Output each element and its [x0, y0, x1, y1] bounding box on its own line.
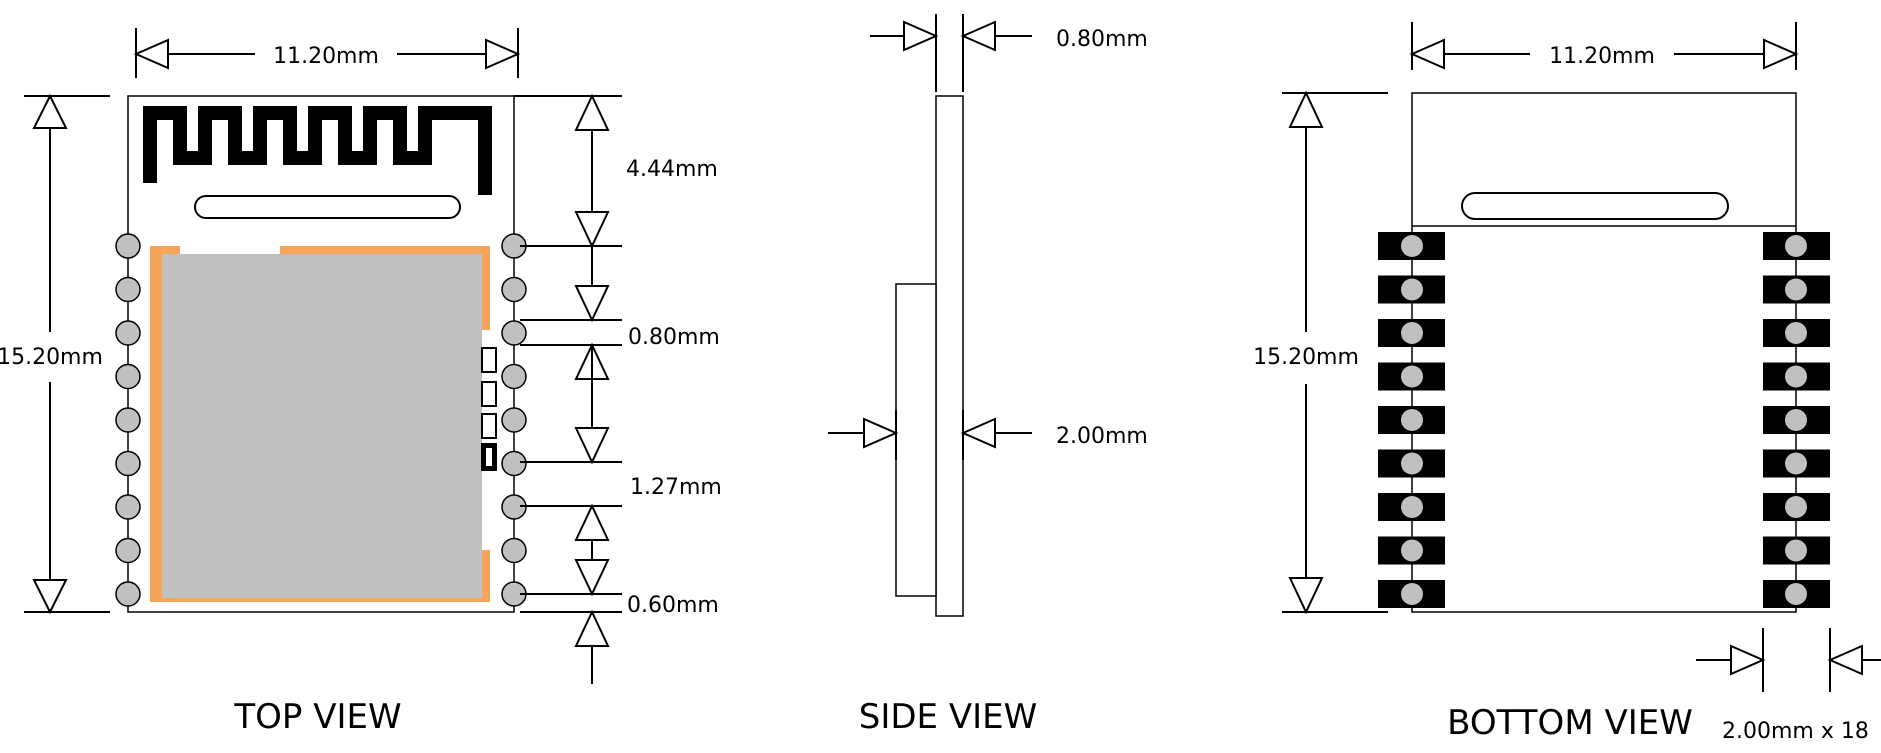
- top-view: 11.20mm 15.20mm: [0, 28, 722, 737]
- side-view: 0.80mm 2.00mm SIDE VIEW: [828, 14, 1148, 737]
- side-view-title: SIDE VIEW: [859, 697, 1037, 737]
- top-antenna-label: 4.44mm: [626, 157, 718, 182]
- bottom-pad-right: [1763, 362, 1830, 391]
- bottom-width-label: 11.20mm: [1549, 44, 1655, 69]
- bottom-pad-left: [1378, 493, 1445, 521]
- antenna-trace: [143, 106, 492, 195]
- bottom-pad-right: [1763, 319, 1830, 347]
- top-view-title: TOP VIEW: [233, 697, 401, 737]
- top-pin-left: [115, 276, 141, 303]
- side-total-thickness-label: 2.00mm: [1056, 424, 1148, 449]
- bottom-pad-left: [1378, 275, 1445, 304]
- side-shield: [895, 283, 937, 597]
- bottom-view-title: BOTTOM VIEW: [1447, 703, 1693, 743]
- bottom-height-dimension: 15.20mm: [1253, 90, 1388, 615]
- side-pcb: [935, 95, 964, 617]
- top-pin-right: [501, 450, 527, 477]
- bottom-pad-right: [1763, 449, 1830, 478]
- bottom-pad-right: [1763, 232, 1830, 260]
- top-width-dimension: 11.20mm: [133, 28, 521, 78]
- top-pitch-label: 1.27mm: [630, 475, 722, 500]
- bottom-pad-left: [1378, 232, 1445, 260]
- top-height-dimension: 15.20mm: [0, 93, 110, 615]
- top-pin-left: [115, 320, 141, 346]
- side-pcb-thickness-dimension: 0.80mm: [870, 14, 1148, 92]
- bottom-antenna-slot: [1461, 192, 1729, 220]
- top-right-dimensions: 4.44mm 0.80mm 1.27mm 0.60mm: [514, 93, 722, 684]
- top-pin-right: [501, 276, 527, 303]
- side-total-thickness-dimension: 2.00mm: [828, 410, 1148, 460]
- bottom-width-dimension: 11.20mm: [1409, 22, 1799, 70]
- top-pin-right: [501, 537, 527, 564]
- bottom-pad-right: [1763, 493, 1830, 521]
- bottom-pad-right: [1763, 275, 1830, 304]
- bottom-pad-left: [1378, 536, 1445, 565]
- bottom-pad-label: 2.00mm x 18: [1722, 719, 1869, 744]
- top-pin-left: [115, 537, 141, 564]
- top-pin-left: [115, 494, 141, 520]
- top-pins-left: [115, 233, 141, 607]
- top-pins-right: [501, 233, 527, 607]
- top-pin-right: [501, 363, 527, 390]
- top-pin-gap-label: 0.80mm: [628, 325, 720, 350]
- bottom-pad-dimension: 2.00mm x 18: [1696, 628, 1881, 744]
- bottom-pad-right: [1763, 580, 1830, 608]
- top-pin-left: [115, 363, 141, 390]
- top-pin-right: [501, 320, 527, 346]
- bottom-pad-left: [1378, 319, 1445, 347]
- top-pin-right: [501, 407, 527, 433]
- bottom-pad-left: [1378, 362, 1445, 391]
- top-bottom-gap-label: 0.60mm: [627, 593, 719, 618]
- top-pin-left: [115, 233, 141, 259]
- top-pin-left: [115, 581, 141, 607]
- top-pin-left: [115, 450, 141, 477]
- bottom-view: 11.20mm 15.20mm 2.00mm x 18 BO: [1253, 22, 1881, 744]
- shield-notch-2: [482, 330, 490, 550]
- side-pcb-thickness-label: 0.80mm: [1056, 27, 1148, 52]
- bottom-pad-left: [1378, 406, 1445, 434]
- bottom-pads-left: [1378, 232, 1445, 608]
- top-pin-left: [115, 407, 141, 433]
- top-height-label: 15.20mm: [0, 345, 103, 370]
- shield-notch: [180, 246, 280, 254]
- top-width-label: 11.20mm: [273, 44, 379, 69]
- bottom-pad-right: [1763, 536, 1830, 565]
- bottom-pad-right: [1763, 406, 1830, 434]
- bottom-pad-left: [1378, 449, 1445, 478]
- bottom-pads-right: [1763, 232, 1830, 608]
- bottom-board-outline: [1411, 92, 1797, 613]
- antenna-slot: [194, 195, 461, 219]
- shield-can: [162, 254, 482, 598]
- smd-components: [481, 347, 497, 471]
- bottom-height-label: 15.20mm: [1253, 345, 1359, 370]
- bottom-pad-left: [1378, 580, 1445, 608]
